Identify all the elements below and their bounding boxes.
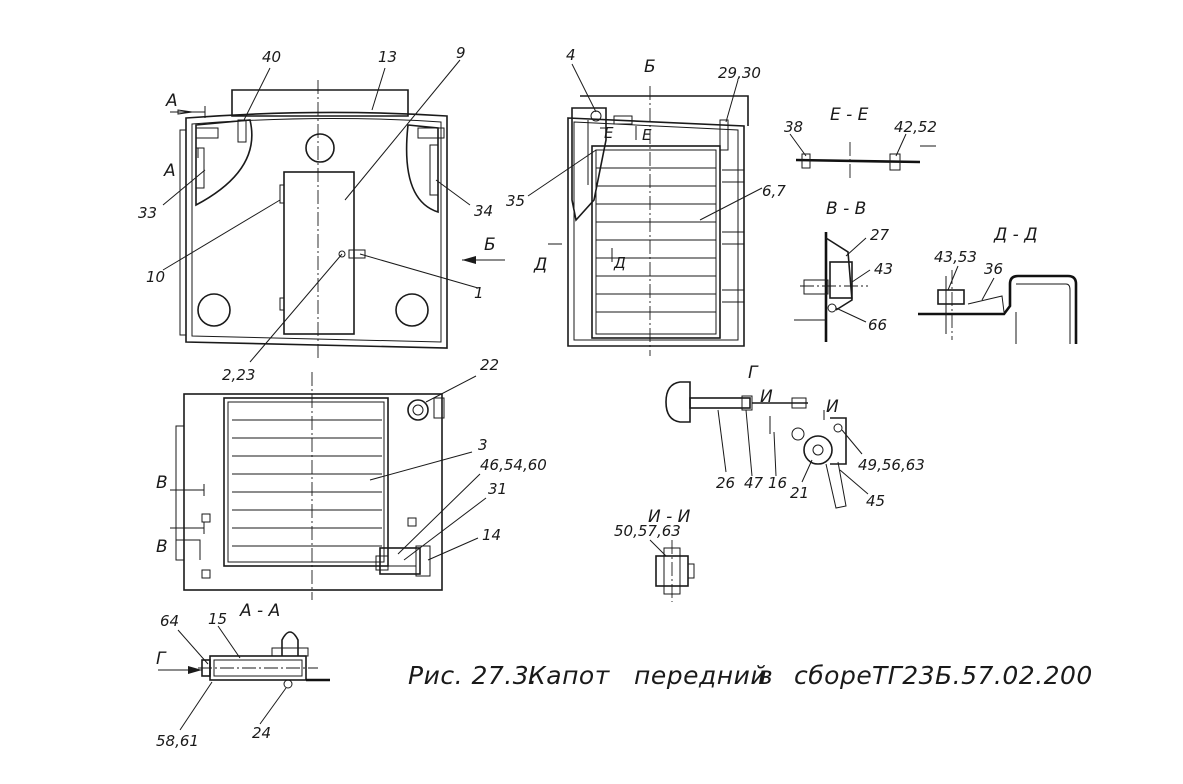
- part-label-58-61: 58,61: [156, 732, 199, 750]
- part-label-10: 10: [146, 268, 165, 286]
- part-label-64: 64: [160, 612, 179, 630]
- section-d-d-drawing: [918, 265, 1078, 344]
- view-title-b: Б: [644, 57, 656, 77]
- part-label-2-23: 2,23: [222, 366, 255, 384]
- part-label-47: 47: [744, 474, 764, 492]
- section-i-i-drawing: [649, 539, 695, 602]
- section-mark-v-top: В: [156, 473, 168, 493]
- part-label-29-30: 29,30: [718, 64, 761, 82]
- caption-word-kapot: Капот: [528, 661, 611, 690]
- part-label-40: 40: [262, 48, 281, 66]
- view-arrow-b: Б: [484, 235, 496, 255]
- part-label-16: 16: [768, 474, 787, 492]
- section-mark-i-left: И: [760, 387, 773, 407]
- part-label-4: 4: [566, 46, 576, 64]
- part-label-45: 45: [866, 492, 885, 510]
- figure-caption: Рис. 27.3. Капот передний в сборе ТГ23Б.…: [408, 661, 1093, 690]
- hood-rear-view: [170, 372, 487, 600]
- part-label-35: 35: [506, 192, 525, 210]
- part-label-9: 9: [456, 44, 466, 62]
- part-label-14: 14: [482, 526, 501, 544]
- section-mark-d-right: Д: [613, 254, 626, 272]
- part-label-1: 1: [474, 284, 484, 302]
- view-b-drawing: [527, 63, 763, 356]
- part-label-22: 22: [480, 356, 499, 374]
- view-title-d-d: Д - Д: [993, 225, 1038, 245]
- part-label-24: 24: [252, 724, 271, 742]
- part-label-31: 31: [488, 480, 507, 498]
- part-label-34: 34: [474, 202, 493, 220]
- part-label-26: 26: [716, 474, 735, 492]
- view-title-g: Г: [748, 363, 759, 383]
- part-label-46-54-60: 46,54,60: [480, 456, 547, 474]
- part-label-43-53: 43,53: [934, 248, 977, 266]
- view-title-e-e: Е - Е: [830, 105, 869, 125]
- caption-fig-number: Рис. 27.3.: [408, 661, 538, 690]
- part-label-3: 3: [478, 436, 488, 454]
- view-arrow-g: Г: [156, 649, 167, 669]
- caption-word-sbore: сборе: [794, 661, 872, 690]
- part-label-6-7: 6,7: [762, 182, 786, 200]
- part-label-50-57-63: 50,57,63: [614, 522, 681, 540]
- part-label-36: 36: [984, 260, 1003, 278]
- section-mark-a-side: А: [163, 161, 176, 181]
- part-label-42-52: 42,52: [894, 118, 937, 136]
- section-mark-e-left: Е: [604, 124, 614, 142]
- section-mark-d-left: Д: [533, 255, 547, 275]
- section-mark-e-right: Е: [642, 126, 652, 144]
- part-label-27: 27: [870, 226, 890, 244]
- caption-drawing-code: ТГ23Б.57.02.200: [872, 661, 1093, 690]
- section-v-v-drawing: [794, 232, 871, 342]
- view-g-drawing: [665, 381, 869, 509]
- caption-word-v: в: [758, 661, 773, 690]
- caption-word-peredniy: передний: [634, 661, 767, 690]
- section-e-e-drawing: [789, 133, 936, 178]
- part-label-33: 33: [138, 204, 157, 222]
- part-label-38: 38: [784, 118, 803, 136]
- section-mark-i-right: И: [826, 397, 839, 417]
- section-mark-a-top: А: [165, 91, 178, 111]
- part-label-43: 43: [874, 260, 893, 278]
- part-label-49-56-63: 49,56,63: [858, 456, 925, 474]
- part-label-66: 66: [868, 316, 887, 334]
- section-a-a-drawing: [158, 625, 330, 731]
- hood-plan-view: [162, 59, 505, 363]
- view-title-a-a: А - А: [239, 601, 280, 621]
- view-title-i-i: И - И: [648, 507, 691, 527]
- part-label-21: 21: [790, 484, 809, 502]
- view-title-v-v: В - В: [826, 199, 866, 219]
- part-label-15: 15: [208, 610, 227, 628]
- section-mark-v-bottom: В: [156, 537, 168, 557]
- part-label-13: 13: [378, 48, 397, 66]
